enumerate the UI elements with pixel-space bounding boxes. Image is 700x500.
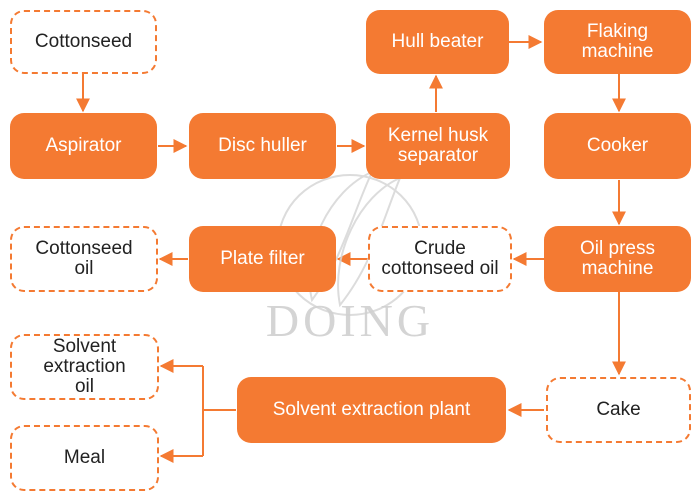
node-oil-press-machine: Oil press machine (544, 226, 691, 292)
node-hull-beater: Hull beater (366, 10, 509, 74)
node-label: Crude cottonseed oil (381, 238, 499, 279)
node-label: Disc huller (218, 135, 307, 156)
node-label: Meal (63, 447, 106, 468)
node-label: Solvent extraction plant (272, 399, 471, 420)
node-label: Solvent extraction oil (43, 336, 126, 397)
node-cottonseed: Cottonseed (10, 10, 157, 74)
node-cottonseed-oil: Cottonseed oil (10, 226, 158, 292)
node-label: Flaking machine (581, 21, 654, 62)
node-label: Cooker (586, 135, 649, 156)
node-cake: Cake (546, 377, 691, 443)
node-disc-huller: Disc huller (189, 113, 336, 179)
node-label: Cottonseed (34, 31, 133, 52)
node-solvent-extraction-oil: Solvent extraction oil (10, 334, 159, 400)
node-label: Aspirator (45, 135, 122, 156)
node-solvent-extraction-plant: Solvent extraction plant (237, 377, 506, 443)
node-label: Plate filter (220, 248, 305, 269)
node-meal: Meal (10, 425, 159, 491)
node-crude-cottonseed-oil: Crude cottonseed oil (368, 226, 512, 292)
node-label: Oil press machine (580, 238, 655, 279)
node-kernel-husk-separator: Kernel husk separator (366, 113, 510, 179)
node-label: Cottonseed oil (35, 238, 133, 279)
node-label: Hull beater (391, 31, 484, 52)
node-label: Cake (596, 399, 641, 420)
node-aspirator: Aspirator (10, 113, 157, 179)
node-cooker: Cooker (544, 113, 691, 179)
node-plate-filter: Plate filter (189, 226, 336, 292)
node-label: Kernel husk separator (387, 125, 489, 166)
node-flaking-machine: Flaking machine (544, 10, 691, 74)
